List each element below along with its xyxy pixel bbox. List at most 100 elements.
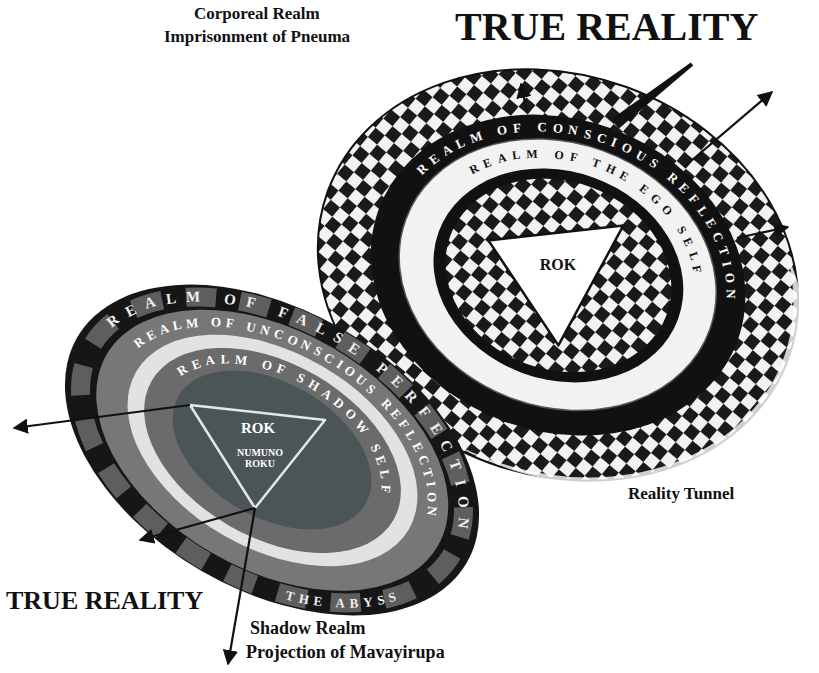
ring-fill bbox=[87, 286, 458, 613]
glyph: E bbox=[374, 454, 389, 467]
glyph: D bbox=[331, 395, 347, 411]
glyph: E bbox=[346, 340, 363, 358]
realm-label: Imprisonment of Pneuma bbox=[164, 27, 350, 47]
glyph: A bbox=[496, 151, 507, 165]
glyph: W bbox=[353, 418, 371, 436]
glyph: U bbox=[634, 148, 649, 164]
glyph bbox=[203, 315, 207, 328]
glyph: F bbox=[569, 150, 579, 163]
glyph: H bbox=[306, 377, 321, 393]
glyph: T bbox=[446, 458, 464, 473]
ray-wedge bbox=[611, 62, 693, 128]
glyph bbox=[658, 164, 668, 176]
glyph: S bbox=[312, 344, 324, 359]
glyph: R bbox=[104, 312, 122, 330]
glyph: F bbox=[276, 304, 290, 321]
glyph: F bbox=[686, 192, 701, 206]
glyph: O bbox=[496, 122, 508, 137]
glyph: B bbox=[349, 596, 358, 609]
glyph: M bbox=[234, 353, 248, 367]
glyph: C bbox=[537, 120, 547, 133]
glyph bbox=[252, 355, 258, 368]
glyph: O bbox=[553, 148, 564, 161]
glyph: O bbox=[211, 315, 222, 328]
glyph: S bbox=[330, 330, 345, 347]
glyph: O bbox=[342, 406, 358, 422]
glyph: F bbox=[416, 404, 433, 420]
glyph: T bbox=[285, 588, 296, 603]
glyph: T bbox=[591, 156, 603, 170]
glyph: O bbox=[342, 363, 358, 379]
glyph: A bbox=[320, 386, 335, 402]
glyph: F bbox=[225, 316, 234, 330]
glyph: A bbox=[143, 294, 158, 311]
glyph: E bbox=[388, 406, 404, 421]
glyph: G bbox=[649, 191, 664, 206]
glyph bbox=[238, 318, 243, 331]
glyph: R bbox=[467, 161, 480, 176]
glyph: H bbox=[298, 591, 310, 606]
glyph: R bbox=[379, 396, 395, 412]
glyph: O bbox=[660, 203, 675, 218]
ring-fill bbox=[403, 134, 714, 417]
triangle-symbol bbox=[190, 405, 325, 508]
glyph: N bbox=[568, 123, 580, 138]
glyph bbox=[362, 351, 374, 365]
glyph bbox=[669, 216, 680, 226]
ring-band: REALM OF UNCONSCIOUS REFLECTIONREALM OF … bbox=[81, 259, 464, 642]
glyph: A bbox=[335, 596, 345, 609]
glyph bbox=[263, 300, 271, 315]
glyph: C bbox=[272, 327, 285, 342]
glyph: A bbox=[294, 311, 310, 329]
realm-label: Corporeal Realm bbox=[194, 4, 320, 24]
glyph: L bbox=[404, 428, 420, 442]
glyph: E bbox=[410, 440, 426, 454]
glyph: O bbox=[426, 491, 439, 502]
glyph: C bbox=[710, 230, 726, 244]
glyph: C bbox=[437, 438, 455, 455]
glyph: M bbox=[185, 316, 199, 330]
realm-label: Projection of Mavayirupa bbox=[246, 642, 445, 663]
ray-arrow bbox=[140, 508, 255, 540]
glyph: E bbox=[638, 182, 652, 196]
glyph: P bbox=[373, 360, 390, 377]
glyph: L bbox=[165, 291, 177, 307]
core-word: ROK bbox=[228, 420, 288, 437]
glyph bbox=[544, 148, 547, 160]
glyph: M bbox=[468, 128, 484, 144]
glyph: I bbox=[424, 481, 438, 488]
glyph: U bbox=[354, 372, 369, 388]
glyph: S bbox=[583, 126, 593, 140]
glyph: R bbox=[175, 362, 190, 378]
glyph: F bbox=[513, 121, 522, 135]
glyph bbox=[327, 596, 331, 609]
core-word: NUMUNO ROKU bbox=[232, 447, 288, 469]
glyph: R bbox=[402, 388, 420, 406]
ray-arrow bbox=[228, 508, 255, 664]
glyph: E bbox=[144, 327, 158, 343]
ring-fill bbox=[418, 147, 699, 402]
glyph: E bbox=[189, 356, 201, 371]
glyph: F bbox=[379, 484, 392, 493]
glyph bbox=[364, 433, 377, 443]
glyph: S bbox=[376, 593, 386, 607]
ring-band: REALM OF THE EGO SELFROK bbox=[396, 113, 719, 436]
glyph: I bbox=[610, 135, 620, 149]
glyph: R bbox=[665, 170, 681, 186]
ring-title: REALM OF THE EGO SELF bbox=[396, 113, 719, 436]
reality-label: TRUE REALITY bbox=[455, 4, 758, 50]
glyph: S bbox=[647, 156, 660, 171]
glyph: E bbox=[681, 236, 695, 248]
glyph: I bbox=[452, 478, 468, 487]
glyph: L bbox=[378, 469, 392, 480]
tunnel-label: Reality Tunnel bbox=[628, 484, 734, 504]
glyph: O bbox=[285, 332, 299, 348]
glyph: C bbox=[595, 130, 608, 145]
glyph: S bbox=[387, 590, 397, 604]
glyph: L bbox=[454, 135, 467, 150]
glyph: L bbox=[171, 318, 182, 333]
glyph: M bbox=[526, 147, 538, 159]
glyph: E bbox=[481, 156, 493, 170]
glyph bbox=[210, 290, 215, 305]
